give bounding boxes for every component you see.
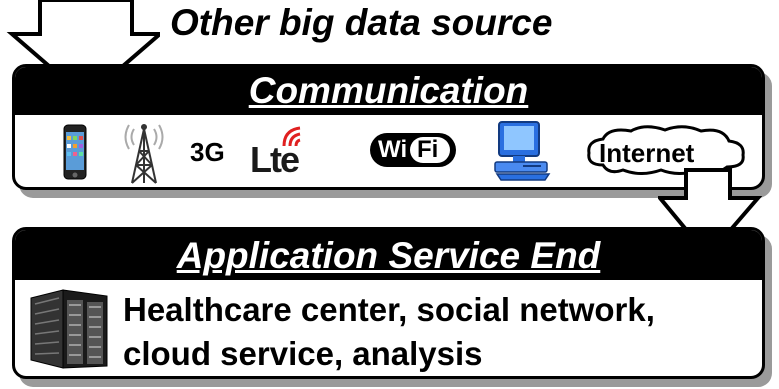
- application-line-2: cloud service, analysis: [123, 335, 483, 372]
- application-line-1: Healthcare center, social network,: [123, 291, 655, 328]
- lte-label: Lte: [250, 139, 300, 180]
- internet-label: Internet: [599, 138, 695, 168]
- server-rack-icon: [30, 289, 108, 369]
- wifi-fi-badge: Fi: [410, 136, 450, 163]
- cloud-icon: [587, 125, 745, 175]
- wifi-icon: Wi Fi: [370, 133, 456, 167]
- lte-signal-arc-icon: [282, 126, 301, 147]
- application-title: Application Service End: [15, 230, 762, 280]
- communication-title: Communication: [15, 67, 762, 115]
- 3g-label: 3G: [190, 137, 225, 167]
- antenna-tower-icon: [124, 124, 164, 184]
- other-big-data-source-caption: Other big data source: [170, 2, 553, 43]
- wifi-label-fi: Fi: [417, 136, 439, 163]
- wifi-label-wi: Wi: [378, 136, 408, 163]
- communication-box: Communication 3G Lte: [12, 64, 765, 190]
- application-description: Healthcare center, social network, cloud…: [123, 288, 655, 376]
- computer-icon: [494, 121, 551, 181]
- phone-icon: [63, 124, 87, 180]
- lte-icon: Lte: [248, 120, 320, 182]
- application-service-end-box: Application Service End Healthcare cente…: [12, 227, 765, 379]
